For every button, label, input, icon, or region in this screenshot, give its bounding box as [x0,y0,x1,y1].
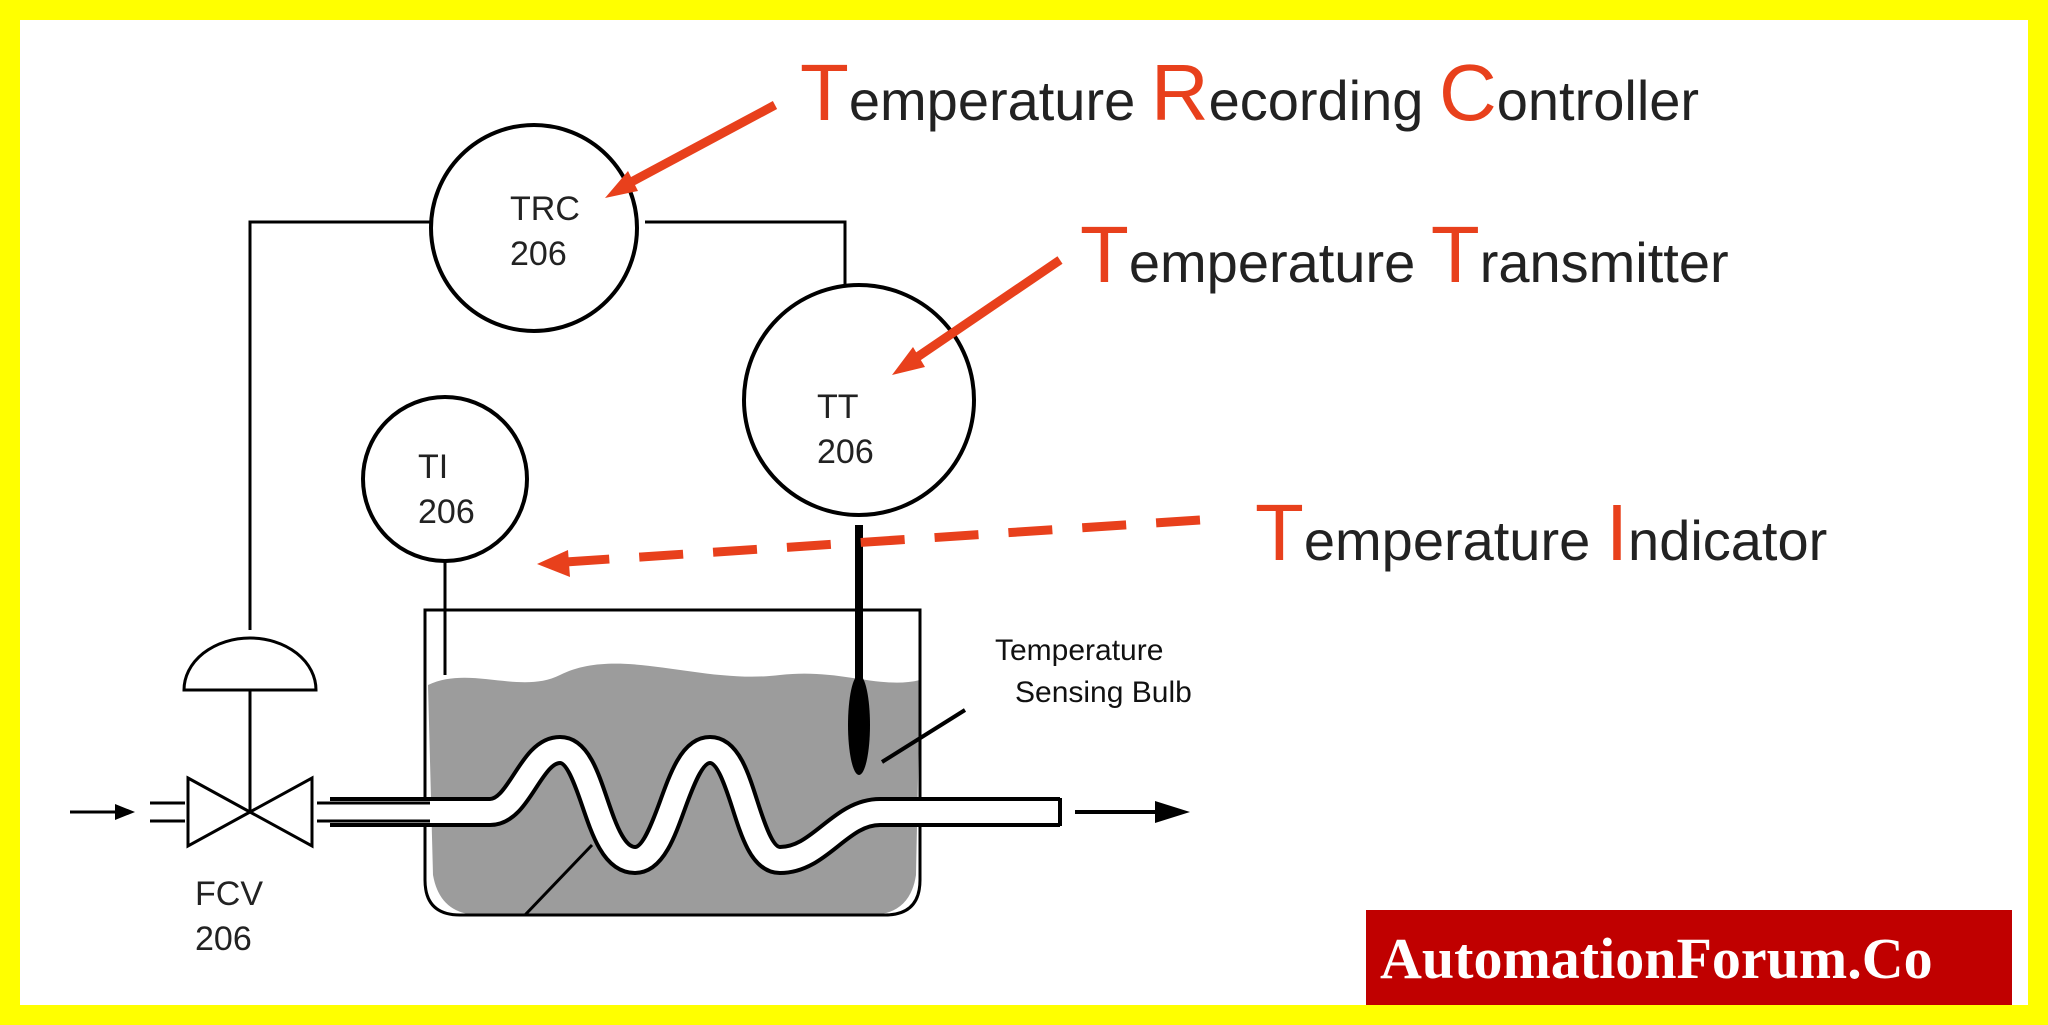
tt-number: 206 [817,433,874,471]
tt-callout-title: Temperature Transmitter [1080,210,1729,299]
trc-number: 206 [510,235,567,273]
signal-lines [248,220,847,630]
tank-stirrer-line [523,843,594,917]
inlet-arrow [70,804,135,820]
diagram-canvas: FCV 206 TI 206 TRC 206 TT 206 Temperatur… [20,20,2028,1005]
trc-tag: TRC [510,190,580,228]
bulb-leader-line [880,708,967,764]
tt-bubble [742,283,976,517]
trc-callout-arrow [616,101,778,192]
brand-badge [1366,910,2012,1005]
ti-number: 206 [418,493,475,531]
valve-actuator [182,636,318,692]
bulb-label-line1: Temperature [995,634,1163,667]
trc-to-valve-line [248,220,430,630]
tt-tag: TT [817,388,859,426]
trc-callout-title: Temperature Recording Controller [800,48,1699,137]
inlet-pipe [150,801,430,823]
bulb-label-line2: Sensing Bulb [1015,676,1192,709]
fcv-label-line1: FCV [195,875,263,913]
ti-callout-title: Temperature Indicator [1255,488,1827,577]
ti-bubble [361,395,529,563]
trc-to-tt-line [645,220,847,290]
process-diagram: FCV 206 TI 206 TRC 206 TT 206 Temperatur… [70,48,2012,1005]
tank-vessel [423,608,922,917]
tt-callout-arrow [907,256,1063,366]
fcv-label-line2: 206 [195,920,252,958]
trc-bubble [429,123,639,333]
outlet-arrow [1075,801,1190,823]
control-valve [182,636,318,849]
ti-tag: TI [418,448,448,486]
ti-callout-arrow [564,515,1201,567]
brand-text: AutomationForum.Co [1380,926,1933,991]
temperature-sensing-bulb [848,675,870,775]
valve-body [186,775,314,849]
